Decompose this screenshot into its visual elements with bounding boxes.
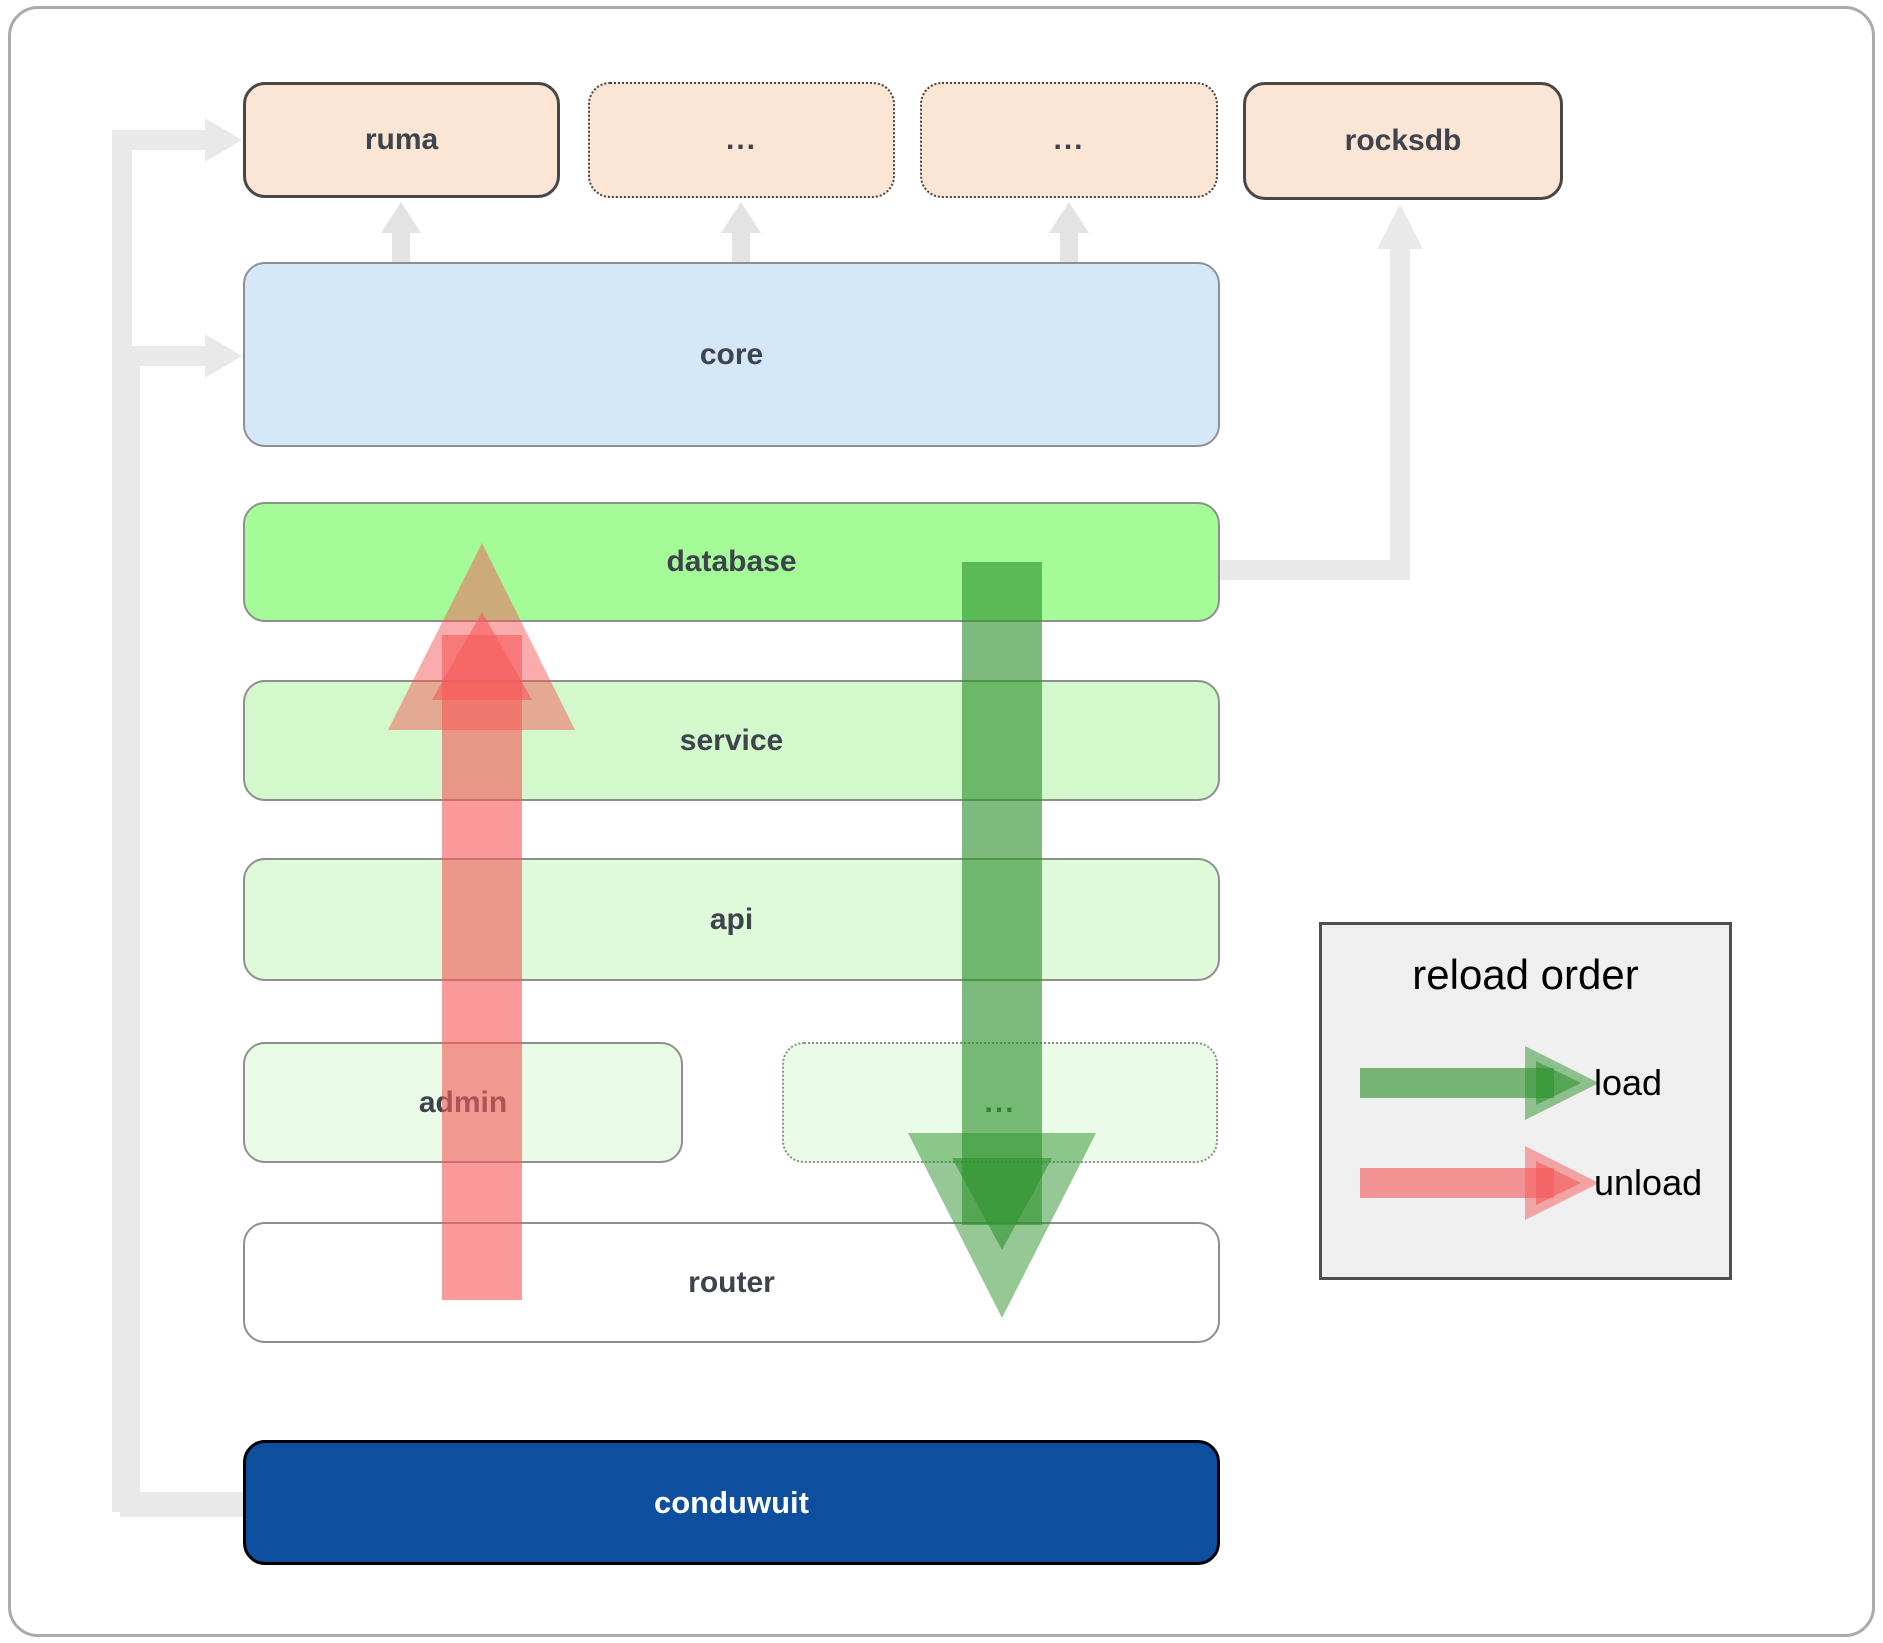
box-router: router (243, 1222, 1220, 1343)
box-rocksdb: rocksdb (1243, 82, 1563, 200)
box-service-label: service (679, 723, 784, 757)
load-arrow (908, 562, 1096, 1318)
legend-load-arrow-icon (1360, 1046, 1599, 1120)
box-conduwuit: conduwuit (243, 1440, 1220, 1565)
legend: reload order load unload (1319, 922, 1732, 1280)
connector-database-to-rocksdb (1218, 247, 1410, 580)
box-ruma: ruma (243, 82, 560, 198)
box-database: database (243, 502, 1220, 622)
box-conduwuit-label: conduwuit (654, 1484, 809, 1520)
legend-title: reload order (1412, 951, 1639, 998)
box-ellipsis-top-2: ... (920, 82, 1218, 198)
box-router-label: router (688, 1265, 775, 1299)
box-core: core (243, 262, 1220, 447)
box-core-label: core (699, 337, 764, 371)
up-arrow-core-to-ellipsis2-icon (1049, 202, 1089, 262)
up-arrow-core-to-ellipsis1-icon (721, 202, 761, 262)
box-api-label: api (709, 902, 754, 936)
box-ruma-label: ruma (364, 123, 439, 156)
arrowhead-to-core-icon (205, 334, 242, 378)
legend-load-label: load (1594, 1062, 1663, 1103)
connector-conduwuit-to-core (120, 346, 245, 1517)
box-ellipsis-top-1: ... (588, 82, 895, 198)
box-api: api (243, 858, 1220, 981)
box-database-label: database (666, 545, 797, 578)
legend-unload-label: unload (1594, 1162, 1703, 1203)
up-arrow-core-to-ruma-icon (381, 202, 421, 262)
arrowhead-to-ruma-icon (205, 118, 242, 162)
box-ellipsis-top-1-label: ... (725, 123, 757, 156)
unload-arrow (388, 543, 575, 1300)
box-rocksdb-label: rocksdb (1344, 124, 1462, 157)
arrowhead-to-rocksdb-icon (1377, 204, 1423, 249)
legend-unload-arrow-icon (1360, 1146, 1599, 1220)
box-ellipsis-top-2-label: ... (1053, 123, 1085, 156)
